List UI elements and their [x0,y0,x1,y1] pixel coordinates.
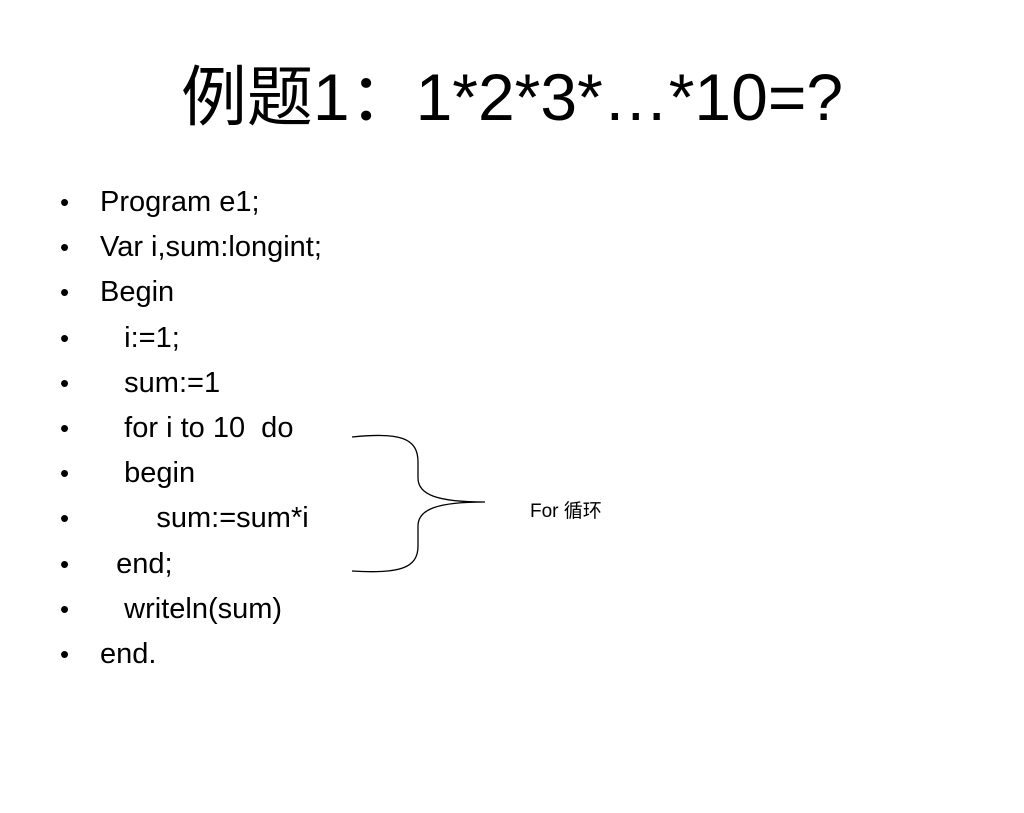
code-line-text: sum:=1 [100,366,221,399]
bullet-icon: • [60,232,70,263]
bullet-icon: • [60,548,70,579]
bullet-icon: • [60,322,70,353]
code-line: • sum:=1 [0,361,220,406]
code-line: • Var i,sum:longint; [0,225,322,270]
code-line-text: Var i,sum:longint; [100,231,322,264]
code-line: • Begin [0,270,174,315]
bullet-icon: • [60,187,70,217]
bullet-icon: • [60,458,70,489]
bullet-icon: • [60,277,70,308]
code-line: • begin [0,451,195,496]
code-line-text: Program e1; [100,186,260,218]
code-line-text: Begin [100,276,175,309]
code-line: • end. [0,632,156,677]
bullet-icon: • [60,367,70,398]
code-line: • for i to 10 do [0,406,293,451]
code-line-text: for i to 10 do [100,411,294,444]
bullet-icon: • [60,412,70,443]
code-line: • writeln(sum) [0,587,282,632]
code-line-text: end; [100,547,173,580]
code-line: • i:=1; [0,316,180,361]
bullet-icon: • [60,503,70,534]
code-line-text: i:=1; [100,321,180,354]
code-bullet-list: • Program e1; • Var i,sum:longint; • Beg… [0,180,322,677]
code-line-text: begin [100,457,196,490]
code-line-text: writeln(sum) [100,592,283,625]
code-line: • Program e1; [0,180,260,225]
code-line-text: sum:=sum*i [100,502,309,535]
code-line: • end; [0,542,173,587]
for-loop-annotation: For 循环 [530,501,602,522]
bullet-icon: • [60,593,70,624]
slide-title: 例题1：1*2*3*…*10=? [180,60,844,134]
code-line: • sum:=sum*i [0,496,309,541]
slide: 例题1：1*2*3*…*10=? • Program e1; • Var i,s… [0,60,844,677]
code-line-text: end. [100,637,157,670]
bullet-icon: • [60,638,70,669]
